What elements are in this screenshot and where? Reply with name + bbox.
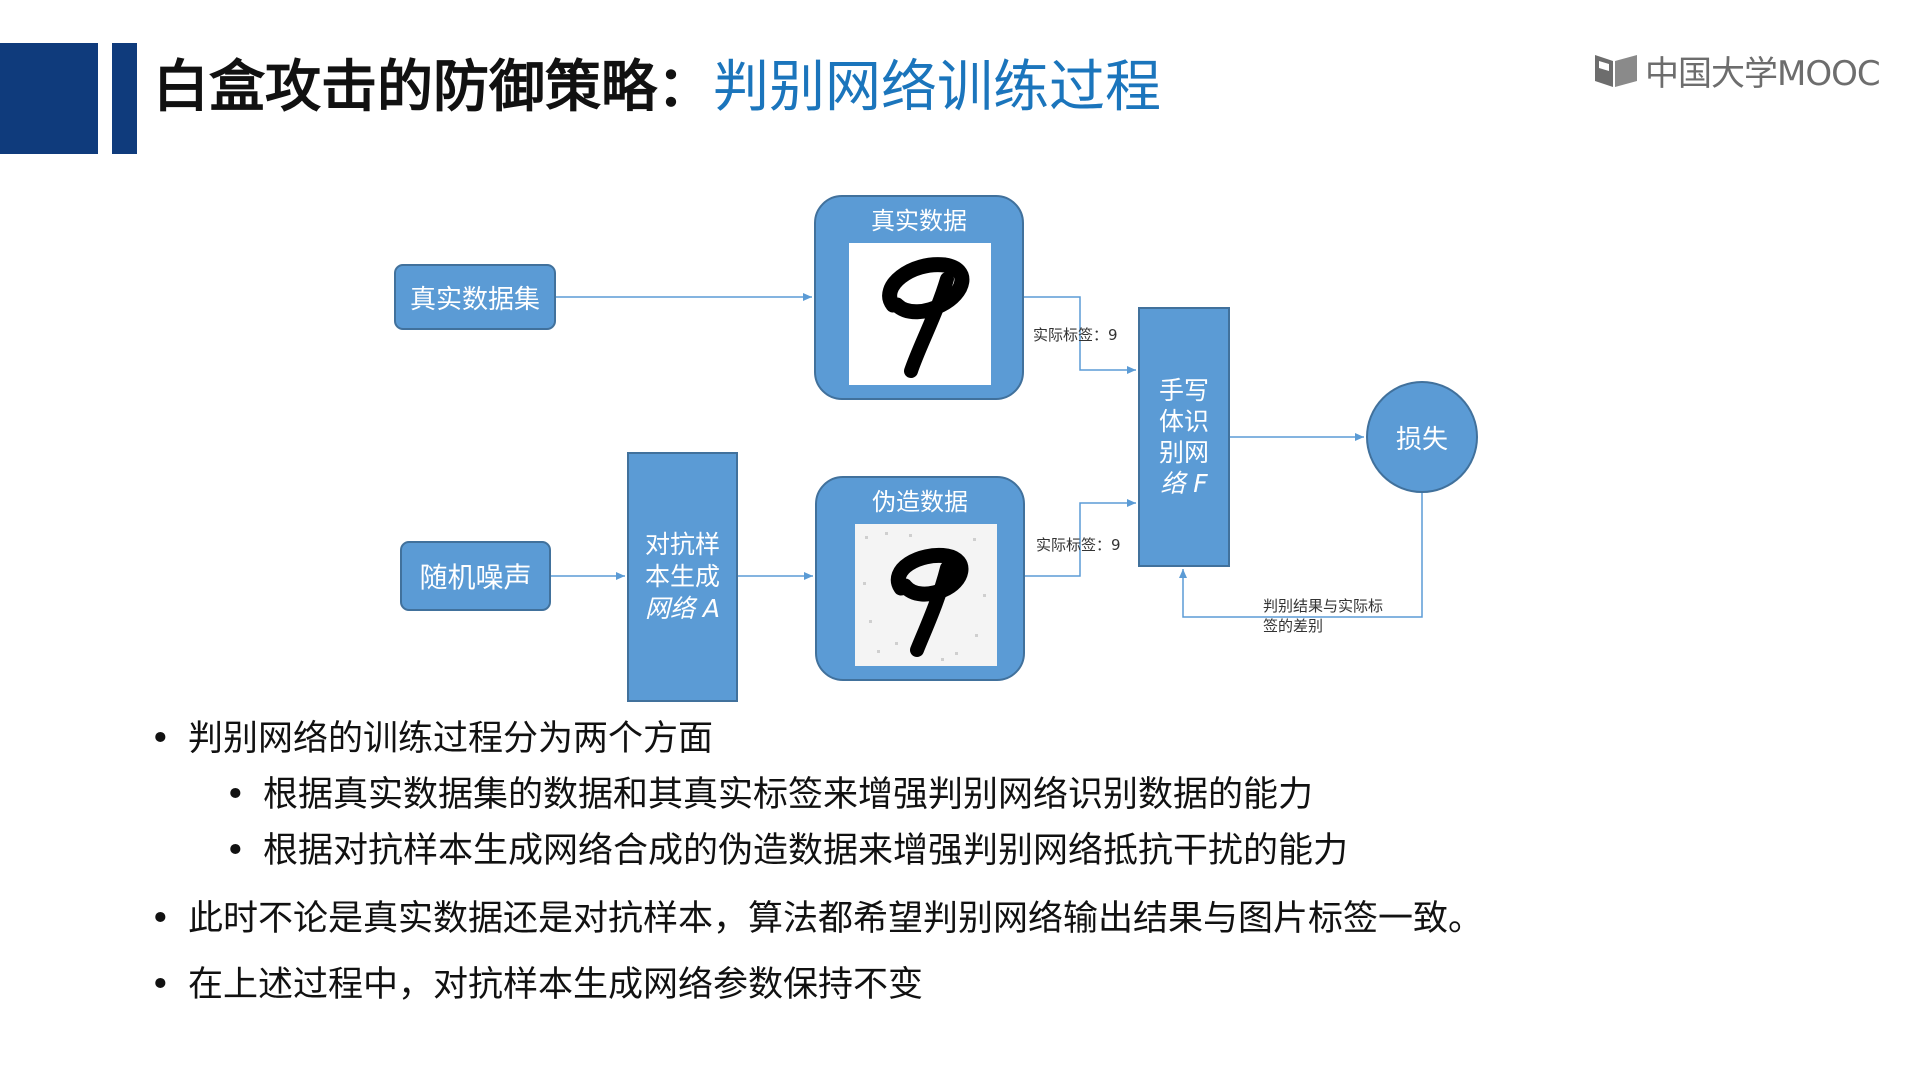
real-data-caption: 真实数据 xyxy=(871,207,967,235)
fake-data-card: 伪造数据 xyxy=(815,476,1025,681)
title-main: 白盒攻击的防御策略： xyxy=(153,55,713,120)
bullet-2: • 此时不论是真实数据还是对抗样本，算法都希望判别网络输出结果与图片标签一致。 xyxy=(150,890,1483,941)
cls-line-4: 络 F xyxy=(1160,469,1208,498)
diagram-connectors xyxy=(551,293,1423,618)
header-bar xyxy=(112,43,137,154)
bullet-1a: • 根据真实数据集的数据和其真实标签来增强判别网络识别数据的能力 xyxy=(225,766,1313,817)
bullet-3-text: 在上述过程中，对抗样本生成网络参数保持不变 xyxy=(188,965,924,1005)
bullet-dot: • xyxy=(150,965,171,1005)
page-title: 白盒攻击的防御策略：判别网络训练过程 xyxy=(153,48,1161,128)
cls-line-2: 体识 xyxy=(1158,407,1209,436)
adv-line-3: 网络 A xyxy=(644,594,721,623)
mooc-logo: 中国大学MOOC xyxy=(1593,48,1881,94)
arrow-fake-to-classifier xyxy=(1025,499,1136,577)
cls-line-1: 手写 xyxy=(1158,376,1209,405)
bullet-2-text: 此时不论是真实数据还是对抗样本，算法都希望判别网络输出结果与图片标签一致。 xyxy=(188,899,1484,939)
title-sub: 判别网络训练过程 xyxy=(713,55,1161,120)
arrow-loss-feedback xyxy=(1179,493,1423,618)
fake-data-caption: 伪造数据 xyxy=(872,488,968,516)
real-dataset-box: 真实数据集 xyxy=(394,264,556,330)
real-data-card: 真实数据 xyxy=(814,195,1024,400)
fake-label-text: 实际标签：9 xyxy=(1036,536,1121,554)
arrow-real-to-classifier xyxy=(1024,296,1136,374)
bullet-dot: • xyxy=(150,899,171,939)
adversarial-generator-box: 对抗样 本生成 网络 A xyxy=(627,452,738,702)
bullet-1-text: 判别网络的训练过程分为两个方面 xyxy=(188,719,714,759)
bullet-1a-text: 根据真实数据集的数据和其真实标签来增强判别网络识别数据的能力 xyxy=(263,775,1314,815)
cls-line-3: 别网 xyxy=(1158,438,1209,467)
logo-text: 中国大学MOOC xyxy=(1645,53,1881,94)
real-label-text: 实际标签：9 xyxy=(1033,326,1118,344)
bullet-dot: • xyxy=(225,831,246,871)
adv-line-1: 对抗样 xyxy=(644,530,720,559)
header-block xyxy=(0,43,98,154)
loss-circle: 损失 xyxy=(1366,381,1478,493)
bullet-dot: • xyxy=(225,775,246,815)
bullet-dot: • xyxy=(150,719,171,759)
bullet-1b-text: 根据对抗样本生成网络合成的伪造数据来增强判别网络抵抗干扰的能力 xyxy=(263,831,1349,871)
random-noise-box: 随机噪声 xyxy=(400,541,551,611)
digit-nine-noisy-image xyxy=(855,524,997,666)
classifier-box: 手写 体识 别网 络 F xyxy=(1138,307,1230,567)
mooc-logo-icon xyxy=(1595,55,1637,87)
bullet-1b: • 根据对抗样本生成网络合成的伪造数据来增强判别网络抵抗干扰的能力 xyxy=(225,822,1348,873)
bullet-1: • 判别网络的训练过程分为两个方面 xyxy=(150,710,713,761)
adv-line-2: 本生成 xyxy=(644,562,720,591)
bullet-3: • 在上述过程中，对抗样本生成网络参数保持不变 xyxy=(150,956,923,1007)
digit-nine-real-image xyxy=(849,243,991,385)
difference-label: 判别结果与实际标签的差别 xyxy=(1263,597,1384,635)
